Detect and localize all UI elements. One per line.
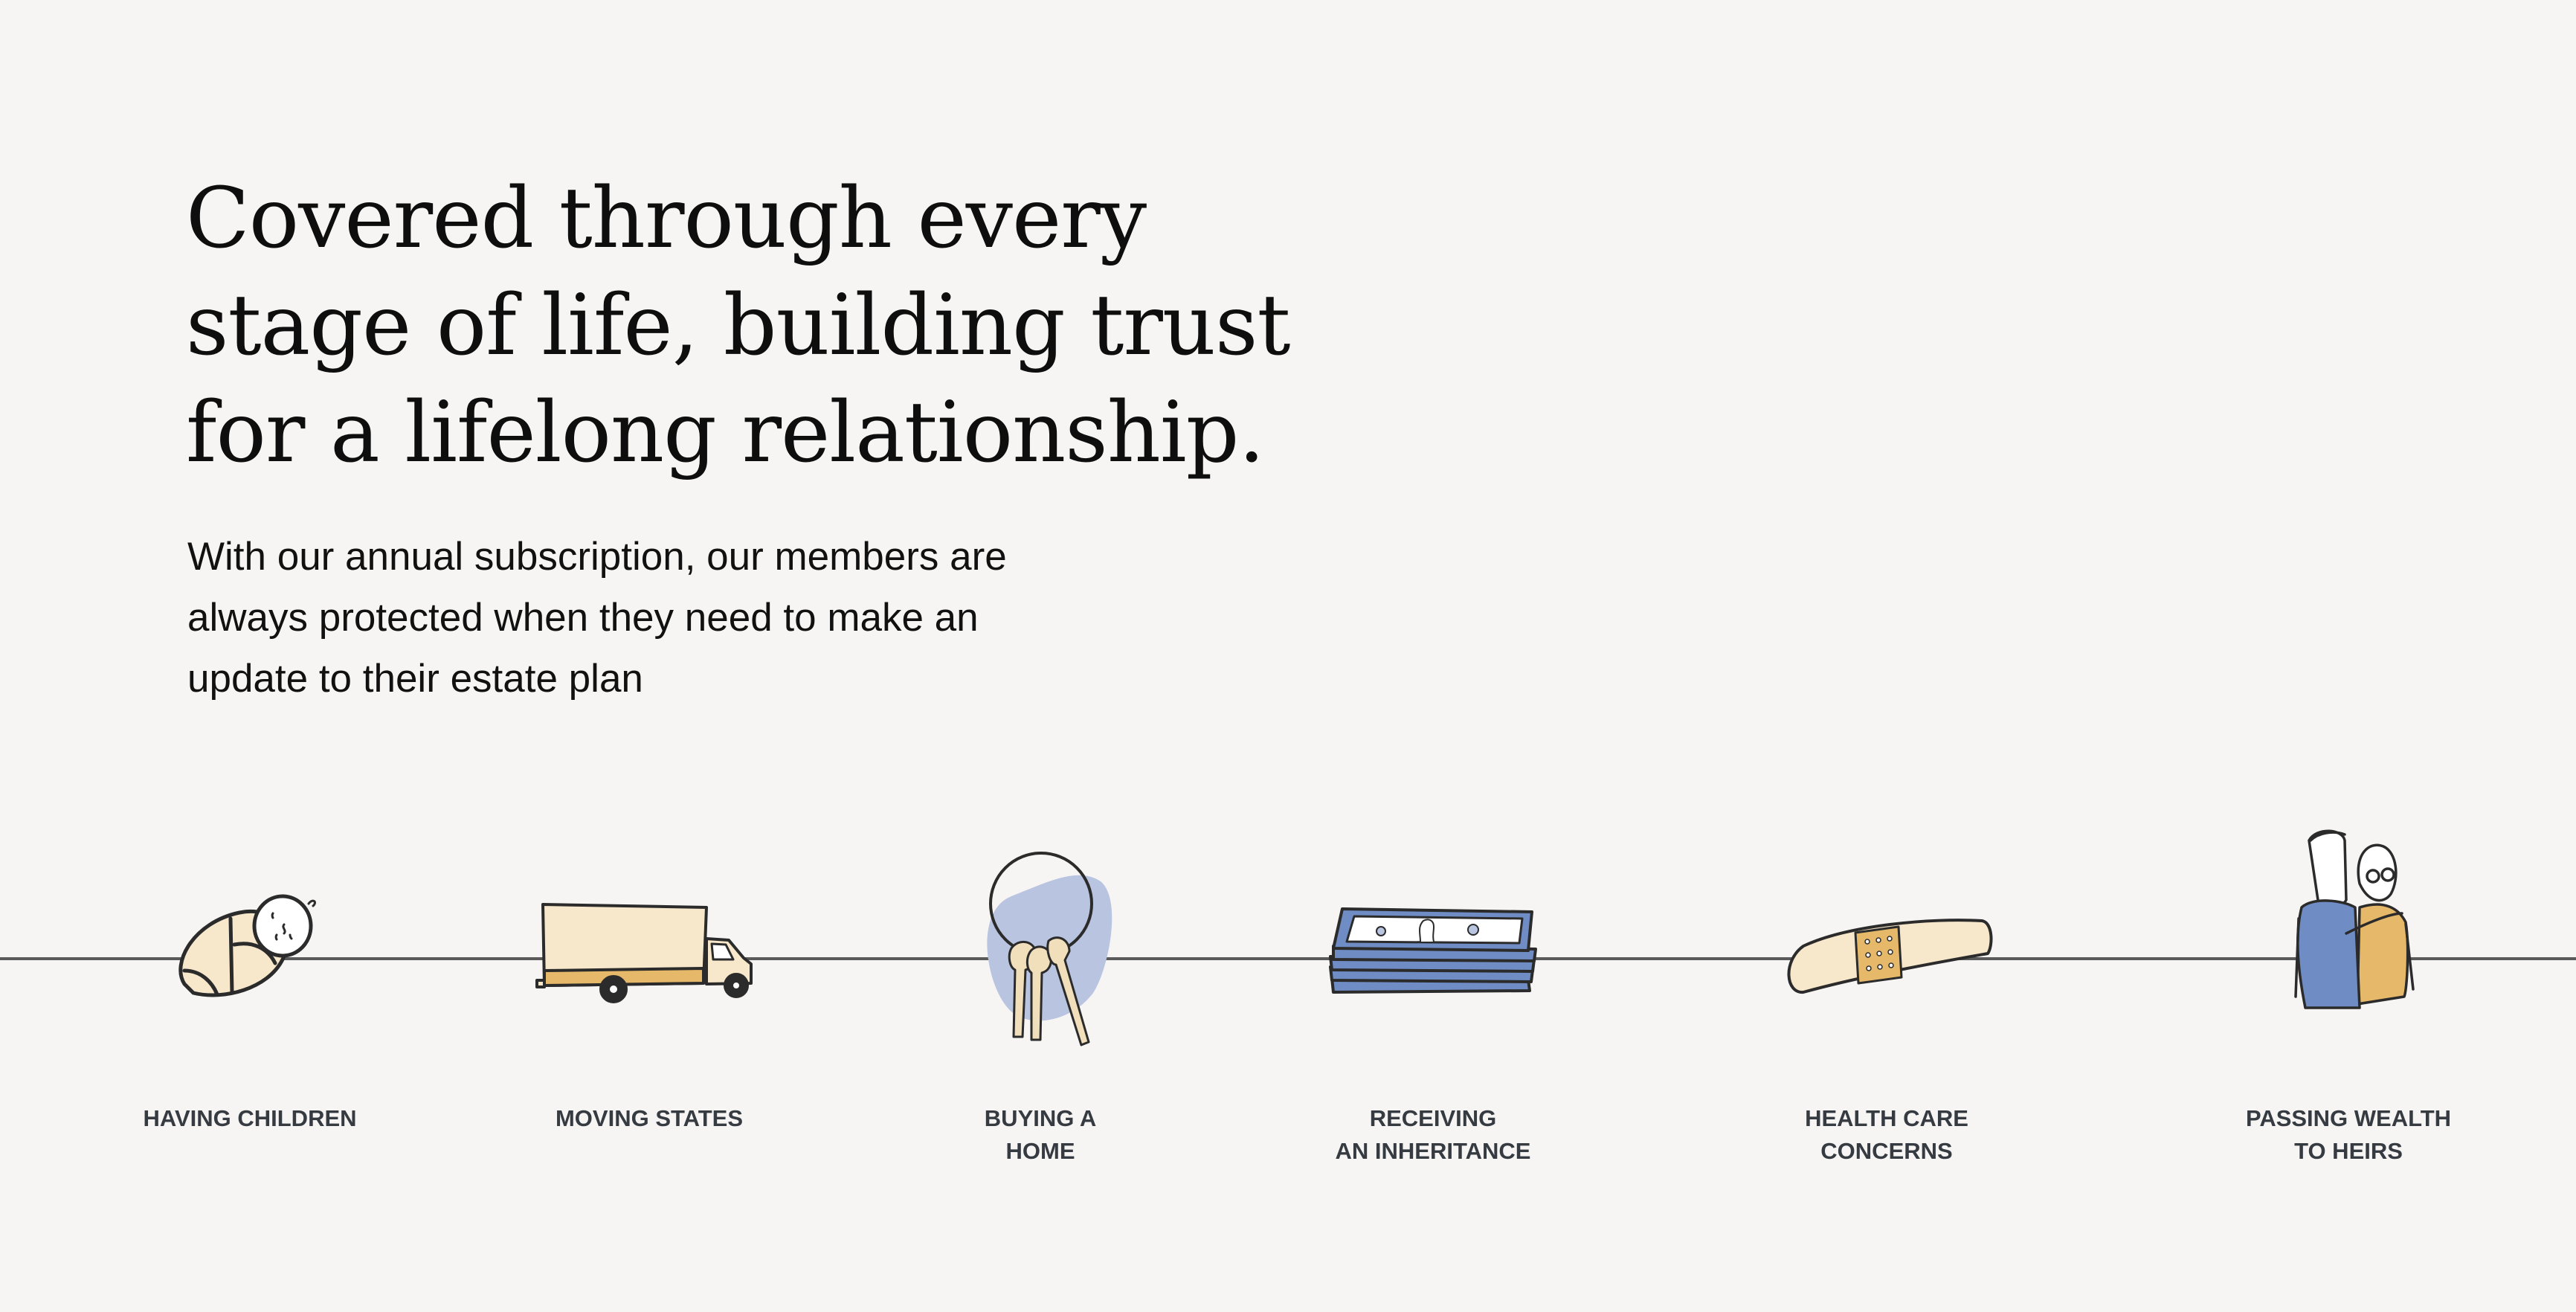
stage-label: BUYING A HOME [984,1105,1097,1164]
stage-label: HEALTH CARE CONCERNS [1805,1105,1968,1164]
bandage-icon [1787,919,1993,994]
house-keys-icon [987,852,1112,1046]
page-subtitle: With our annual subscription, our member… [187,527,1154,710]
headline-line: for a lifelong relationship. [186,385,1265,481]
headline-line: Covered through every [186,170,1147,267]
page-headline: Covered through every stage of life, bui… [186,165,1301,486]
headline-line: stage of life, building trust [186,277,1290,374]
stage-label: HAVING CHILDREN [143,1105,357,1131]
subtitle-line: always protected when they need to make … [187,596,979,640]
subtitle-line: update to their estate plan [187,657,643,701]
stage-label: PASSING WEALTH TO HEIRS [2245,1105,2452,1164]
stage-label: MOVING STATES [555,1105,744,1131]
subtitle-line: With our annual subscription, our member… [187,535,1007,579]
swaddled-baby-icon [178,894,316,997]
money-stack-icon [1329,907,1537,994]
moving-truck-icon [535,903,753,1003]
elderly-couple-icon [2294,829,2415,1009]
stage-label: RECEIVING AN INHERITANCE [1335,1105,1531,1164]
timeline-line [0,957,2576,960]
